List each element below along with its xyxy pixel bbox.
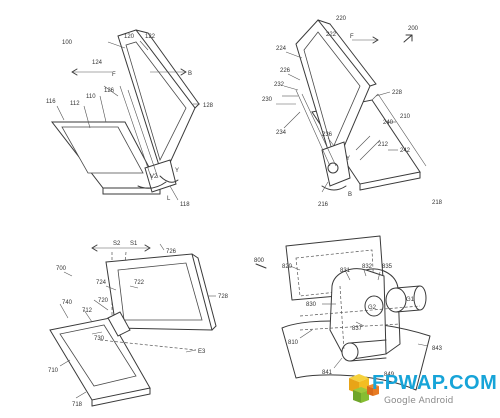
fig100-display-screen — [125, 41, 187, 162]
fig100-label-116: 116 — [46, 99, 56, 105]
fig700-label-726: 726 — [166, 249, 177, 255]
fig700-label-728: 728 — [218, 294, 229, 300]
figure-800: 800 820 831 832 835 830 G2 G1 837 810 84… — [254, 235, 443, 391]
watermark-text: FPWAP.COM — [372, 372, 498, 394]
fig100-label-100: 100 — [62, 40, 73, 46]
fig700-keyboard-area — [59, 324, 137, 387]
fig700-hinge-link — [107, 311, 131, 337]
fig800-cylinder-g1 — [385, 287, 407, 313]
figure-100: 100 120 122 124 F B 126 128 116 112 110 … — [46, 29, 214, 208]
fig100-label-118: 118 — [180, 202, 190, 208]
fig700-label-e3: E3 — [198, 349, 206, 355]
fig200-label-218: 218 — [432, 200, 443, 206]
fig200-label-242: 242 — [400, 148, 411, 154]
fig200-label-210: 210 — [400, 114, 411, 120]
fig800-label-849: 849 — [384, 372, 395, 378]
fig800-label-841: 841 — [322, 370, 333, 376]
fig200-label-f: F — [350, 34, 354, 40]
fig200-label-224: 224 — [276, 46, 287, 52]
fig100-label-b: B — [188, 71, 192, 77]
fig800-label-800: 800 — [254, 258, 265, 264]
figure-700: S2 S1 726 700 724 722 728 740 712 720 73… — [48, 241, 229, 408]
fig200-label-220: 220 — [336, 16, 347, 22]
fig200-label-222: 222 — [326, 32, 337, 38]
fig100-label-f: F — [112, 72, 116, 78]
fig100-label-120: 120 — [124, 34, 135, 40]
figure-200: 220 200 222 224 F 226 228 232 230 234 24… — [262, 16, 443, 208]
fig700-label-720: 720 — [98, 298, 109, 304]
cube-icon — [349, 374, 379, 403]
fig700-label-724: 724 — [96, 280, 107, 286]
fig100-label-124: 124 — [92, 60, 103, 66]
fig200-label-212: 212 — [378, 142, 389, 148]
fig200-label-b: B — [348, 192, 352, 198]
fig700-label-730: 730 — [94, 336, 105, 342]
fig700-label-718: 718 — [72, 402, 83, 408]
fig700-label-s2: S2 — [113, 241, 121, 247]
fig200-label-240: 240 — [383, 120, 394, 126]
fig100-keyboard-area — [61, 126, 144, 174]
fig200-label-200: 200 — [408, 26, 419, 32]
watermark-subtext: Google Android — [384, 396, 454, 406]
fig700-display-screen — [117, 262, 203, 321]
fig200-display-screen — [303, 31, 361, 152]
fig100-label-128: 128 — [203, 103, 214, 109]
fig700-label-722: 722 — [134, 280, 145, 286]
fig800-label-831: 831 — [340, 268, 351, 274]
watermark-logo — [349, 374, 379, 403]
fig800-lower-panel — [281, 320, 431, 391]
fig800-label-820: 820 — [282, 264, 293, 270]
fig800-label-g2: G2 — [368, 305, 377, 311]
fig700-label-712: 712 — [82, 308, 93, 314]
fig800-cylinder-g2 — [364, 295, 384, 317]
fig100-label-112: 112 — [70, 101, 80, 107]
fig800-lower-shaft — [341, 342, 359, 362]
fig800-label-810: 810 — [288, 340, 299, 346]
fig200-label-234: 234 — [276, 130, 287, 136]
fig200-label-y: Y — [346, 156, 350, 162]
fig800-label-g1: G1 — [406, 297, 415, 303]
fig100-label-v2: V2 — [150, 174, 158, 180]
fig700-label-740: 740 — [62, 300, 73, 306]
fig700-label-s1: S1 — [130, 241, 138, 247]
fig200-label-226: 226 — [280, 68, 291, 74]
fig100-label-110: 110 — [86, 94, 96, 100]
fig200-label-232: 232 — [274, 82, 285, 88]
fig100-label-y: Y — [175, 168, 179, 174]
fig700-label-700: 700 — [56, 266, 67, 272]
fig200-label-228: 228 — [392, 90, 403, 96]
fig800-label-832: 832 — [362, 264, 373, 270]
fig800-label-835: 835 — [382, 264, 393, 270]
fig100-label-122: 122 — [145, 34, 156, 40]
fig100-label-126: 126 — [104, 88, 115, 94]
fig800-label-837: 837 — [352, 326, 363, 332]
fig700-label-710: 710 — [48, 368, 59, 374]
fig200-label-236: 236 — [322, 132, 333, 138]
fig200-label-230: 230 — [262, 97, 273, 103]
fig800-label-830: 830 — [306, 302, 317, 308]
fig200-label-216: 216 — [318, 202, 329, 208]
fig100-label-l: L — [167, 196, 171, 202]
fig800-hinge-body — [329, 268, 387, 361]
fig800-label-843: 843 — [432, 346, 443, 352]
